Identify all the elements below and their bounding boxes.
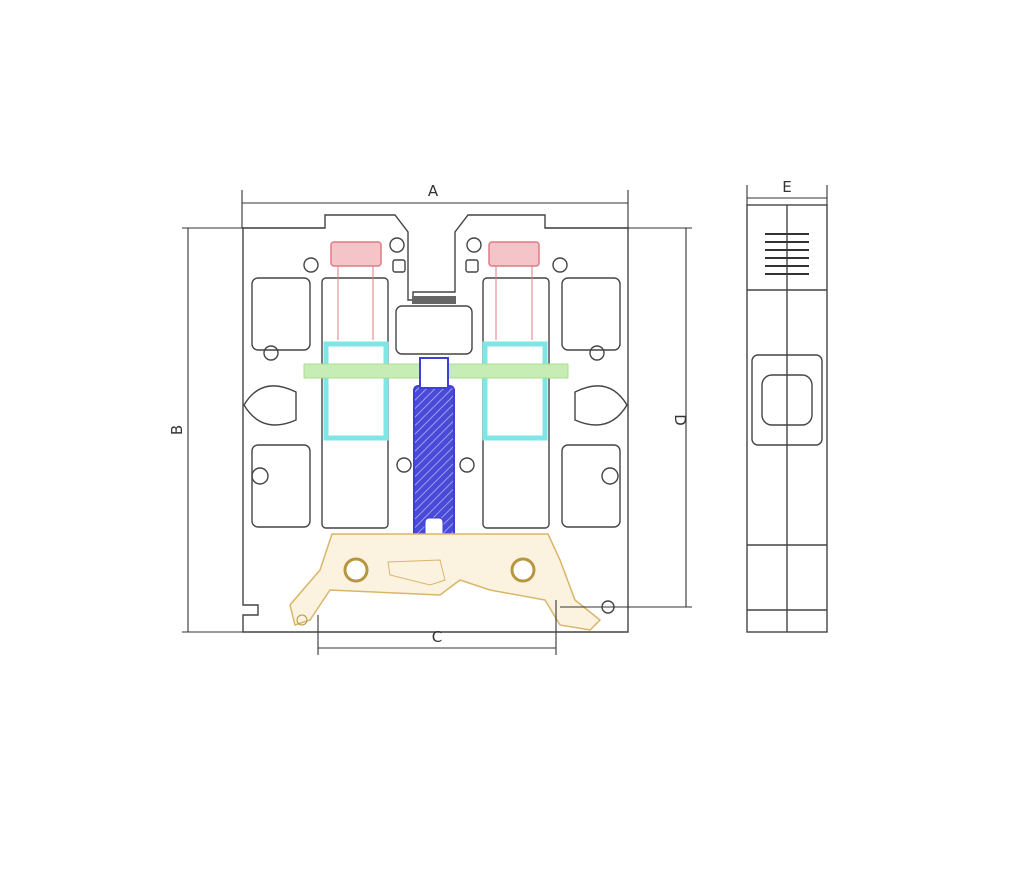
housing-outline — [242, 214, 629, 633]
screw-clamp-left — [330, 241, 382, 267]
side-view — [746, 204, 828, 633]
dimension-b: B — [168, 227, 325, 633]
dimension-d: D — [545, 227, 692, 608]
screw-clamp-right — [488, 241, 540, 267]
din-rail-foot — [289, 533, 602, 631]
dimension-label-d: D — [671, 414, 689, 426]
dimension-label-b: B — [168, 425, 186, 435]
dimension-e: E — [746, 178, 828, 205]
dimension-label-a: A — [428, 182, 439, 200]
dimension-a: A — [241, 182, 629, 228]
front-view — [242, 214, 629, 633]
dimension-label-e: E — [782, 178, 791, 196]
clamp-body-left — [323, 341, 389, 441]
clamp-body-right — [482, 341, 548, 441]
dimension-c: C — [317, 600, 557, 655]
center-cap — [395, 305, 473, 355]
dimension-label-c: C — [432, 628, 442, 646]
